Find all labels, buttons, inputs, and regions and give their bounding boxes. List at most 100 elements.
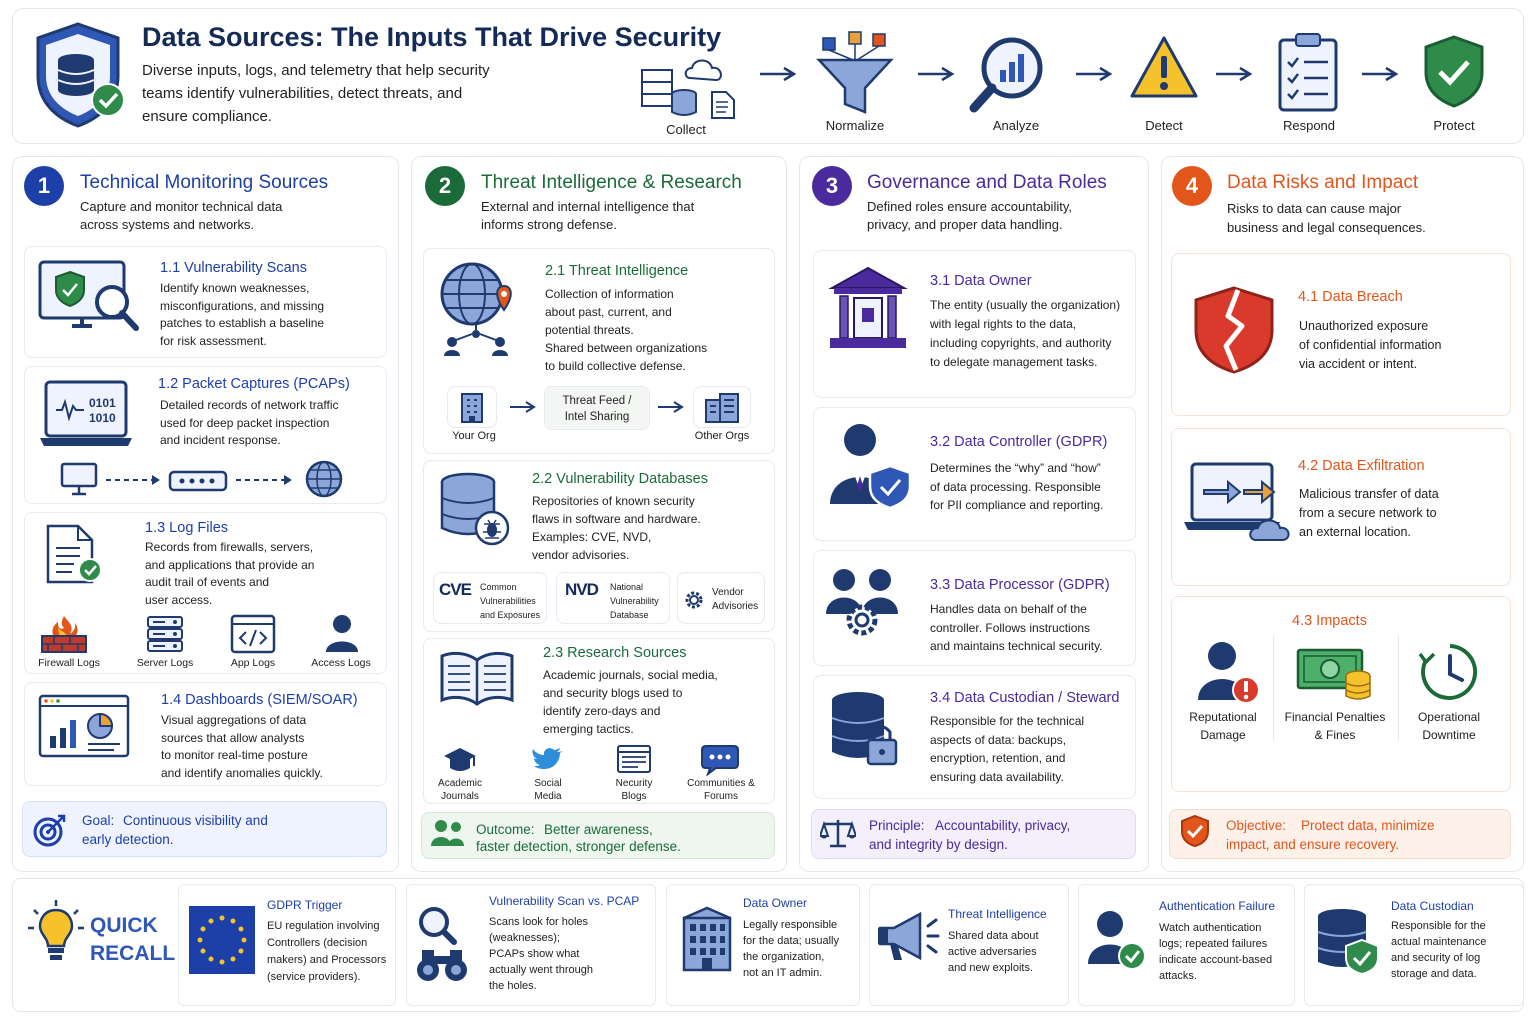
card-2-1-line-5: to build collective defense.	[545, 359, 686, 373]
recall-3-line-3: the organization,	[743, 951, 825, 963]
goal-banner	[22, 801, 387, 857]
flow-arrow-1	[760, 66, 797, 82]
card-2-1-line-1: Collection of information	[545, 287, 674, 301]
cve-desc-2: Vulnerabilities	[480, 596, 536, 606]
page-subtitle-line-3: ensure compliance.	[142, 108, 273, 125]
recall-2-title: Vulnerability Scan vs. PCAP	[489, 894, 640, 908]
card-3-2-line-3: for PII compliance and reporting.	[930, 498, 1104, 512]
card-2-2-line-3: Examples: CVE, NVD,	[532, 530, 652, 544]
vendor-line-1: Vendor	[712, 587, 744, 598]
code-window-icon	[230, 614, 276, 654]
shield-database-icon	[36, 22, 125, 128]
objective-line-2: impact, and ensure recovery.	[1226, 837, 1400, 852]
impact-reputational-line-1: Reputational	[1189, 710, 1257, 724]
recall-4-title: Threat Intelligence	[948, 907, 1047, 921]
warning-icon	[1130, 36, 1198, 98]
outcome-line-2: faster detection, stronger defense.	[476, 839, 681, 854]
card-1-4-line-3: to monitor real-time posture	[161, 748, 308, 762]
card-3-3-line-1: Handles data on behalf of the	[930, 602, 1087, 616]
globe-network-icon	[440, 262, 512, 356]
collect-icon	[641, 59, 735, 119]
recall-6-line-3: and security of log	[1391, 952, 1481, 964]
recall-1-line-4: (service providers).	[267, 971, 361, 983]
buildings-icon	[705, 393, 739, 423]
card-3-4-line-4: ensuring data availability.	[930, 769, 1064, 784]
card-1-2-line-1: Detailed records of network traffic	[160, 398, 339, 412]
academic-line-1: Academic	[438, 778, 482, 789]
laptop-exfiltration-icon	[1184, 462, 1290, 541]
card-3-3-line-3: and maintains technical security.	[930, 639, 1103, 653]
goal-line-1: Continuous visibility and	[123, 813, 268, 828]
principle-line-1: Accountability, privacy,	[935, 818, 1071, 833]
flow-analyze-label: Analyze	[992, 118, 1040, 133]
principle-banner	[811, 809, 1136, 859]
section-2-number: 2	[425, 166, 465, 206]
card-3-1-line-2: with legal rights to the data,	[930, 317, 1077, 331]
objective-line-1: Protect data, minimize	[1301, 818, 1435, 833]
binary-row-1: 0101	[89, 396, 116, 410]
database-bug-icon	[440, 472, 510, 546]
academic-line-2: Journals	[441, 791, 479, 802]
card-2-1-title: 2.1 Threat Intelligence	[545, 263, 689, 279]
recall-6-title: Data Custodian	[1391, 899, 1474, 913]
card-3-1-title: 3.1 Data Owner	[930, 273, 1032, 289]
card-3-2-line-2: of data processing. Responsible	[930, 479, 1101, 494]
processor-people-gear-icon	[826, 569, 898, 636]
checklist-icon	[1278, 33, 1338, 112]
nvd-logo: NVD	[565, 580, 599, 599]
card-3-3-title: 3.3 Data Processor (GDPR)	[930, 577, 1110, 593]
outcome-line-1: Better awareness,	[544, 822, 653, 837]
card-2-2-line-1: Repositories of known security	[532, 494, 695, 508]
outcome-label: Outcome:	[476, 822, 535, 837]
recall-5-line-4: attacks.	[1159, 970, 1197, 982]
recall-3-line-1: Legally responsible	[743, 919, 838, 931]
protect-shield-icon	[1424, 35, 1484, 108]
card-3-1-line-1: The entity (usually the organization)	[930, 298, 1121, 312]
recall-3-line-4: not an IT admin.	[743, 967, 823, 979]
nvd-desc-2: Vulnerability	[610, 596, 659, 606]
flow-respond-label: Respond	[1282, 118, 1336, 133]
team-icon	[431, 820, 464, 846]
card-1-1-line-1: Identify known weaknesses,	[160, 281, 310, 295]
recall-6-line-2: actual maintenance	[1391, 936, 1487, 948]
section-1-sub-1: Capture and monitor technical data	[80, 199, 283, 214]
org-arrow-1	[510, 401, 536, 413]
impact-divider-1	[1273, 636, 1274, 740]
card-4-2-line-1: Malicious transfer of data	[1299, 487, 1439, 501]
cve-desc-3: and Exposures	[480, 610, 541, 620]
social-line-2: Media	[534, 791, 562, 802]
card-2-3-line-4: emerging tactics.	[543, 722, 634, 736]
recall-4-line-2: active adversaries	[948, 946, 1037, 958]
org-arrow-2	[658, 401, 684, 413]
recall-6-line-4: storage and data.	[1391, 968, 1477, 980]
page-subtitle-line-1: Diverse inputs, logs, and telemetry that…	[142, 62, 490, 79]
magnifier-binoculars-icon	[417, 907, 467, 981]
office-building-icon	[682, 906, 732, 972]
page-subtitle-line-2: teams identify vulnerabilities, detect t…	[142, 85, 463, 102]
forums-line-1: Communities &	[687, 778, 755, 789]
recall-2-line-3: PCAPs show what	[489, 948, 580, 960]
recall-2-line-1: Scans look for holes	[489, 916, 589, 928]
recall-2-line-2: (weaknesses);	[489, 932, 560, 944]
card-3-4-title: 3.4 Data Custodian / Steward	[930, 690, 1120, 706]
recall-4-line-1: Shared data about	[948, 930, 1039, 942]
impact-operational-line-2: Downtime	[1422, 728, 1476, 742]
section-3-sub-1: Defined roles ensure accountability,	[867, 199, 1072, 214]
threat-feed-line-2: Intel Sharing	[564, 411, 630, 423]
card-4-2-line-3: an external location.	[1299, 525, 1411, 539]
open-book-icon	[440, 651, 514, 706]
server-icon	[147, 616, 183, 652]
threat-feed-box	[544, 386, 650, 430]
objective-banner	[1169, 809, 1511, 859]
cve-desc-1: Common	[480, 582, 517, 592]
card-2-2-line-4: vendor advisories.	[532, 548, 630, 562]
card-2-3-title: 2.3 Research Sources	[543, 645, 687, 661]
card-4-1-line-2: of confidential information	[1299, 338, 1442, 352]
impact-reputational-line-2: Damage	[1200, 728, 1246, 742]
flow-arrow-4	[1216, 66, 1253, 82]
objective-label: Objective:	[1226, 818, 1287, 833]
recall-card-scan-vs-pcap	[406, 884, 656, 1006]
card-1-4-line-1: Visual aggregations of data	[161, 713, 307, 727]
impact-financial-line-2: & Fines	[1314, 728, 1356, 742]
card-4-2-title: 4.2 Data Exfiltration	[1298, 458, 1425, 474]
